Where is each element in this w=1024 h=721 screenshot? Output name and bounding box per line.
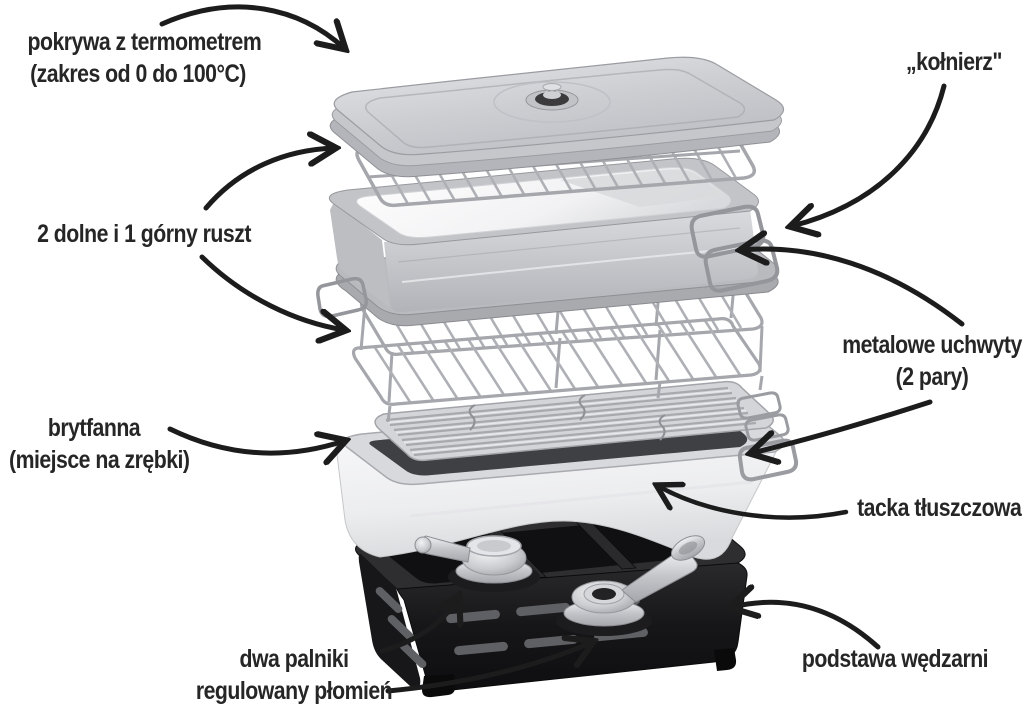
arrow-burner-right [385, 642, 592, 694]
arrow-burner-left [379, 597, 458, 654]
label-base-line1: podstawa wędzarni [801, 645, 989, 673]
burner-left [414, 535, 540, 592]
arrow-pan [167, 426, 344, 453]
burners [414, 535, 706, 636]
label-collar: „kołnierz" [890, 47, 1018, 79]
label-handles-line1: metalowe uchwyty [842, 331, 1022, 359]
label-base: podstawa wędzarni [799, 644, 991, 676]
thermometer-knob [525, 83, 579, 111]
label-lid: pokrywa z termometrem (zakres od 0 do 10… [27, 27, 262, 90]
pan-sheen [409, 480, 753, 518]
arrow-grease-tray [658, 486, 849, 520]
label-lid-line1: pokrywa z termometrem [27, 28, 262, 56]
smoking-chamber [316, 157, 780, 327]
arrow-collar [792, 83, 947, 226]
label-collar-line1: „kołnierz" [906, 48, 1002, 76]
arrow-handles-upper [742, 249, 965, 327]
label-grease-tray-line1: tacka tłuszczowa [857, 494, 1022, 522]
arrow-grate-lower [199, 254, 344, 330]
base-foot [714, 648, 737, 671]
grate-lower-frame [351, 317, 762, 406]
annotation-arrows [159, 4, 965, 694]
lid [329, 56, 785, 178]
arrow-base [732, 602, 881, 650]
tray-cutouts [468, 394, 666, 441]
chamber-wall-streak [397, 227, 741, 263]
label-pan-line2: (miejsce na zrębki) [9, 445, 190, 474]
tray-rim [374, 380, 774, 462]
arrow-handles-lower [752, 399, 933, 453]
label-burners: dwa palniki regulowany płomień [192, 644, 396, 707]
label-pan: brytfanna (miejsce na zrębki) [9, 413, 190, 476]
arrow-lid [159, 4, 344, 48]
arrow-grate-upper [203, 148, 334, 211]
tray-rib-highlights [387, 389, 755, 454]
grease-tray [374, 380, 790, 462]
label-burners-line2: regulowany płomień [195, 676, 393, 705]
label-lid-line2: (zakres od 0 do 100°C) [30, 59, 246, 88]
chamber-wall-streak [401, 247, 745, 283]
label-handles-line2: (2 pary) [895, 362, 969, 391]
lid-crease [365, 68, 746, 149]
label-grates-line1: 2 dolne i 1 górny ruszt [37, 220, 251, 248]
label-grates: 2 dolne i 1 górny ruszt [37, 219, 251, 251]
lid-ring-detail [493, 81, 611, 123]
chamber-left-wall [330, 202, 390, 308]
label-grease-tray: tacka tłuszczowa [857, 493, 1022, 525]
grate-lower-wires [372, 318, 742, 403]
tray-ribs [385, 386, 757, 457]
label-handles: metalowe uchwyty (2 pary) [842, 330, 1022, 393]
chamber-interior-shadow [560, 169, 724, 207]
burner-right [556, 535, 706, 636]
label-pan-line1: brytfanna [47, 414, 141, 442]
label-burners-line1: dwa palniki [239, 645, 349, 673]
chamber-handle-left [316, 276, 369, 319]
